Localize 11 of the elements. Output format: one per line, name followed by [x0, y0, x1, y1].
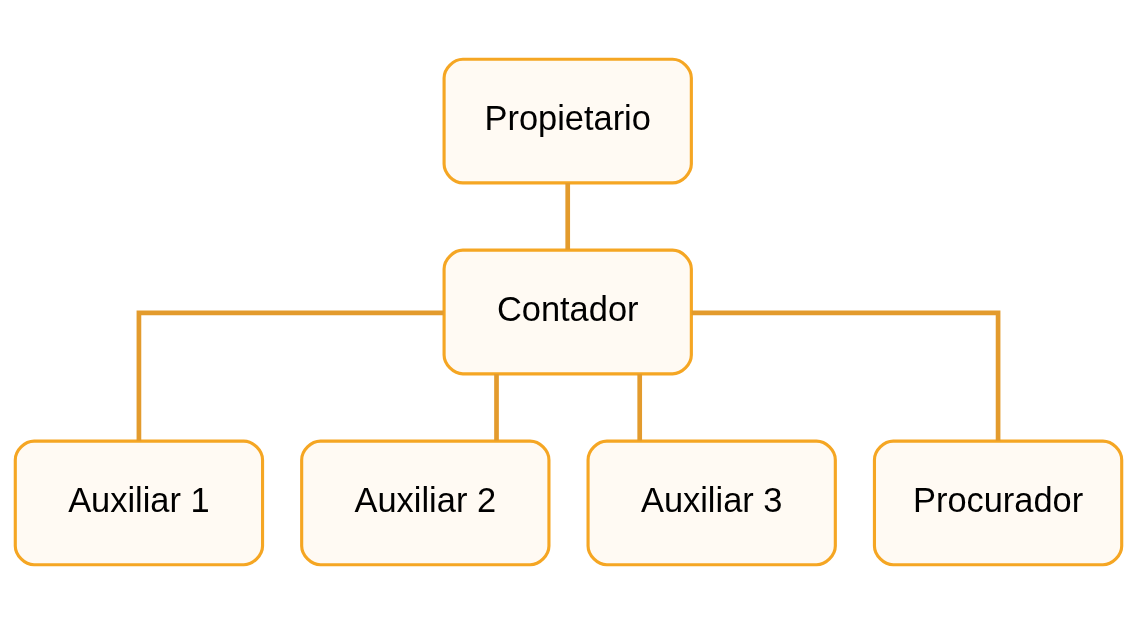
node-box: Procurador: [872, 439, 1124, 566]
node-box: Auxiliar 1: [13, 439, 265, 566]
connector: [691, 309, 1001, 441]
node-box: Propietario: [442, 57, 693, 184]
node-box: Auxiliar 3: [586, 439, 837, 566]
connector: [565, 182, 571, 250]
connector: [136, 309, 444, 441]
node-box: Auxiliar 2: [300, 439, 551, 566]
node-box: Contador: [442, 248, 693, 375]
connector: [637, 373, 643, 441]
connector: [494, 373, 499, 441]
